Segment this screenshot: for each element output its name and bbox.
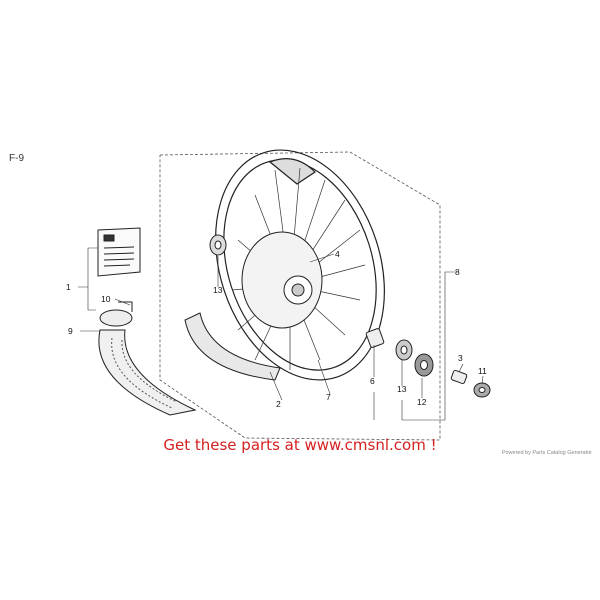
spacer-icon [365,328,385,348]
caution-label-icon [97,227,141,277]
callout-10: 10 [101,294,111,304]
callout-13a: 13 [213,285,223,295]
bearing-icon-2 [395,339,413,361]
promo-banner[interactable]: Get these parts at www.cmsnl.com ! [0,436,600,454]
figure-code: F-9 [9,153,24,164]
callout-6: 6 [370,376,375,386]
callout-11: 11 [478,366,487,376]
callout-12: 12 [417,397,427,407]
callout-9: 9 [68,326,73,336]
callout-7: 7 [326,392,331,402]
callout-3: 3 [458,353,463,363]
callout-1: 1 [66,282,71,292]
assembly-box [159,151,441,441]
tire-segment-icon [98,329,197,416]
bearing-icon [209,234,227,256]
nut-icon [473,382,491,398]
collar-icon [450,369,468,385]
callout-8: 8 [455,267,460,277]
rim-tape-icon [184,312,281,381]
promo-link[interactable]: Get these parts at www.cmsnl.com ! [163,436,437,454]
valve-cap-icon [99,301,133,327]
dust-seal-icon [414,353,434,377]
leader-lines [78,247,484,421]
rim-icon [215,149,385,381]
callout-2: 2 [276,399,281,409]
callout-4: 4 [335,249,340,259]
hub-icon [241,231,323,329]
callout-13b: 13 [397,384,407,394]
powered-by-text: Powered by Parts Catalog Generator [501,450,592,456]
